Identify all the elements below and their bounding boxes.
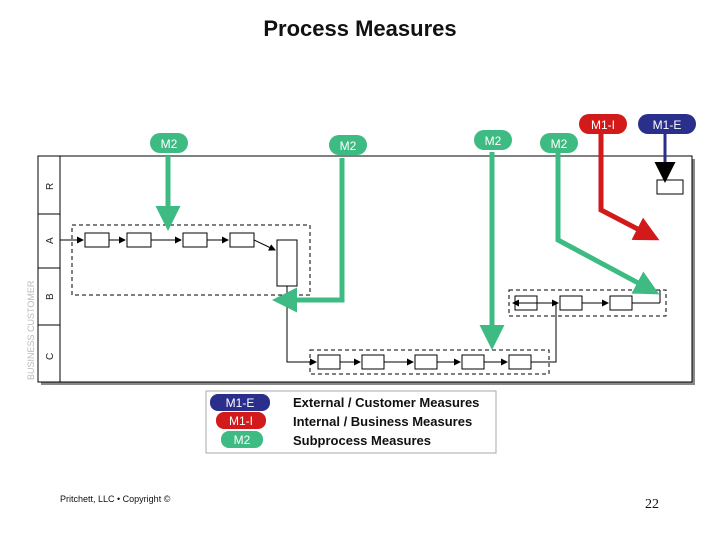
process-step [461,354,485,370]
badge-m1-i: M1-I [579,114,627,134]
footer-copyright: Pritchett, LLC • Copyright © [60,494,171,504]
lane-label-b: B [45,293,56,300]
legend-code: M1-E [226,396,255,410]
process-step [508,354,532,370]
svg-text:M2: M2 [161,137,178,151]
legend-swatch-m1-e [210,394,270,411]
process-step [84,232,110,248]
m2-arrows [155,152,660,350]
subprocess-b-boundary [508,289,667,317]
m1-i-arrow [598,134,660,241]
legend-text: External / Customer Measures [293,395,479,410]
legend-swatch-m2 [221,431,263,448]
legend-text: Internal / Business Measures [293,414,472,429]
swimlane-frame [37,155,693,383]
legend-code: M1-I [229,414,253,428]
process-step [126,232,152,248]
svg-text:M1-E: M1-E [653,118,682,132]
svg-text:M1-I: M1-I [591,118,615,132]
badge-m1-e: M1-E [638,114,696,134]
process-step [656,179,684,195]
svg-text:M2: M2 [485,134,502,148]
side-label: BUSINESS CUSTOMER [26,280,36,380]
process-step [182,232,208,248]
process-step [361,354,385,370]
process-step [559,295,583,311]
page-title: Process Measures [263,16,457,41]
svg-text:M2: M2 [551,137,568,151]
lane-label-c: C [45,353,56,360]
process-step [317,354,341,370]
badge-m2: M2 [329,135,367,155]
legend-text: Subprocess Measures [293,433,431,448]
svg-text:M2: M2 [340,139,357,153]
badge-m2: M2 [540,133,578,153]
badge-m2: M2 [150,133,188,153]
lane-label-a: A [45,237,56,244]
legend-code: M2 [234,433,251,447]
subprocess-a-boundary [71,224,311,296]
legend-swatch-m1-i [216,412,266,429]
process-step [276,239,298,287]
page-number: 22 [645,497,659,512]
process-step [229,232,255,248]
badge-m2: M2 [474,130,512,150]
legend: M1-E External / Customer Measures M1-I I… [205,390,497,454]
process-step [609,295,633,311]
process-step [414,354,438,370]
lane-label-r: R [45,183,56,190]
